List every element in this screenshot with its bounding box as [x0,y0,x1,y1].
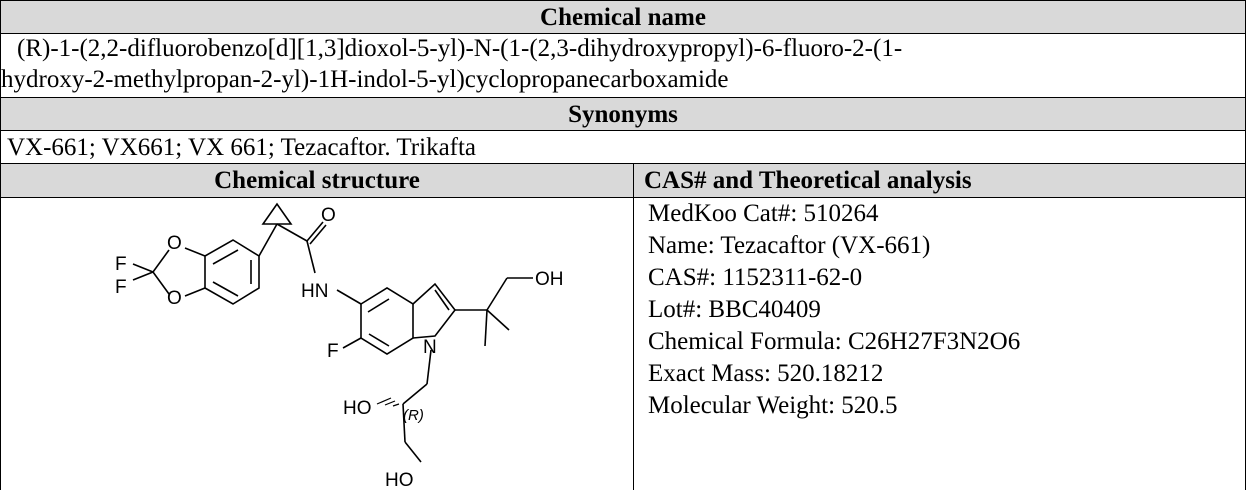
stereo-r-label: (R) [403,407,424,424]
chemical-name-header-label: Chemical name [540,4,706,31]
structure-cell: F F O O O HN N OH F HO (R) HO [0,198,634,491]
atom-oh: OH [535,269,564,290]
two-column-body-row: F F O O O HN N OH F HO (R) HO MedKoo Cat… [0,197,1246,491]
atom-f1: F [115,254,127,275]
structure-header: Chemical structure [0,164,634,197]
atom-hn: HN [301,281,328,302]
atom-o1: O [167,233,182,254]
chemical-structure-drawing: F F O O O HN N OH F HO (R) HO [115,202,564,491]
analysis-exact-mass: Exact Mass: 520.18212 [648,360,884,387]
atom-carbonyl-o: O [321,205,336,226]
synonyms-text: VX-661; VX661; VX 661; Tezacaftor. Trika… [7,134,477,161]
atom-n: N [423,337,437,358]
atom-ho: HO [343,398,372,419]
atom-o2: O [167,288,182,309]
analysis-cell: MedKoo Cat#: 510264 Name: Tezacaftor (VX… [634,198,1246,490]
structure-atom-labels: F F O O O HN N OH F HO (R) HO [115,205,564,491]
analysis-header: CAS# and Theoretical analysis [634,164,1246,197]
analysis-lot: Lot#: BBC40409 [648,296,821,323]
chemical-name-header: Chemical name [0,0,1246,33]
analysis-cas: CAS#: 1152311-62-0 [648,264,863,291]
analysis-header-label: CAS# and Theoretical analysis [644,167,972,194]
two-column-header-row: Chemical structure CAS# and Theoretical … [0,163,1246,197]
atom-f3: F [327,341,339,362]
analysis-molecular-weight: Molecular Weight: 520.5 [648,392,898,419]
atom-f2: F [115,277,127,298]
synonyms-cell: VX-661; VX661; VX 661; Tezacaftor. Trika… [0,130,1246,163]
chemical-name-cell: (R)-1-(2,2-difluorobenzo[d][1,3]dioxol-5… [0,33,1246,97]
analysis-name: Name: Tezacaftor (VX-661) [648,232,931,259]
synonyms-header-label: Synonyms [568,101,678,128]
analysis-cat-number: MedKoo Cat#: 510264 [648,200,879,227]
atom-ho2: HO [385,470,414,491]
structure-bonds [132,202,533,463]
chemical-name-line-1: (R)-1-(2,2-difluorobenzo[d][1,3]dioxol-5… [17,35,903,62]
analysis-formula: Chemical Formula: C26H27F3N2O6 [648,328,1021,355]
synonyms-header: Synonyms [0,97,1246,130]
chemical-name-line-2: hydroxy-2-methylpropan-2-yl)-1H-indol-5-… [1,66,729,93]
structure-header-label: Chemical structure [214,167,420,194]
